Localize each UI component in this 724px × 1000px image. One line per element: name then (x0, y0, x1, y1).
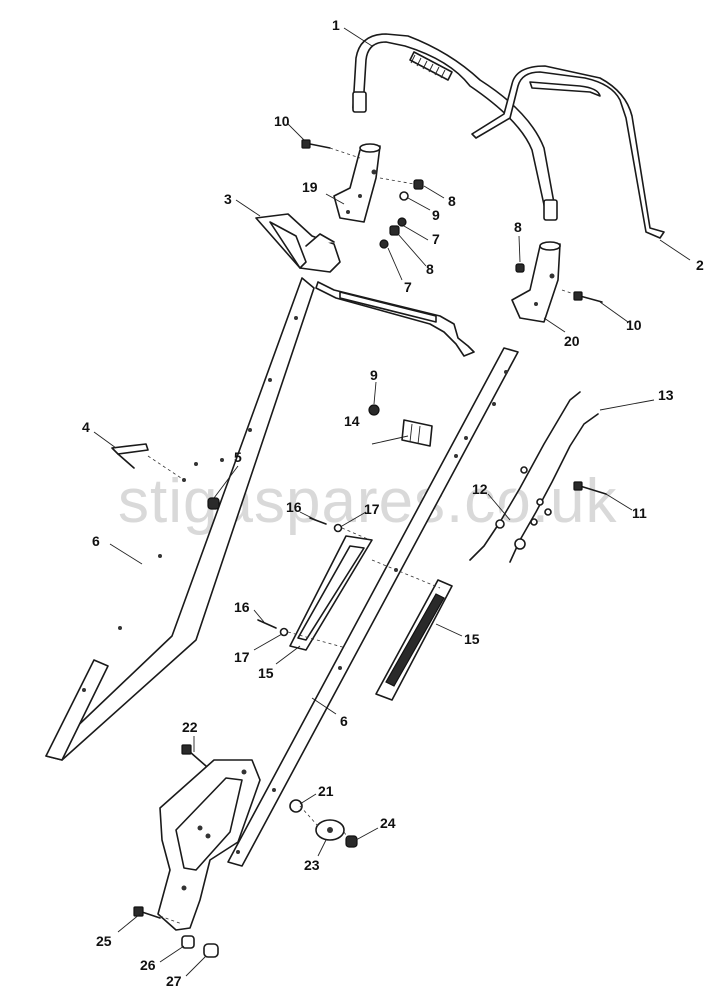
callout-10-left: 10 (274, 113, 290, 129)
part-bolt-10-left (301, 139, 331, 149)
callout-6-right: 6 (340, 713, 348, 729)
callout-22: 22 (182, 719, 198, 735)
callout-13: 13 (658, 387, 674, 403)
callout-5: 5 (234, 449, 242, 465)
part-nut-5 (207, 497, 220, 510)
part-bolt-25 (133, 906, 161, 919)
callout-15-left: 15 (258, 665, 274, 681)
part-nut-8-upper (413, 179, 424, 190)
callout-23: 23 (304, 857, 320, 873)
callout-6-left: 6 (92, 533, 100, 549)
callout-16-lower: 16 (234, 599, 250, 615)
part-bolt-16-upper (309, 517, 327, 525)
part-screw-7-lower (379, 239, 389, 249)
callout-9-upper: 9 (432, 207, 440, 223)
part-cover-15-right (375, 579, 453, 701)
callout-24: 24 (380, 815, 396, 831)
callout-11: 11 (632, 505, 647, 521)
callout-7-upper: 7 (432, 231, 440, 247)
part-screw-7-upper (397, 217, 407, 227)
part-washer-17-lower (279, 627, 289, 637)
part-bail-lever (471, 65, 665, 239)
part-right-handle-tube (227, 347, 519, 867)
callout-10-right: 10 (626, 317, 642, 333)
part-nut-24 (345, 835, 358, 848)
part-washer-9-upper (399, 191, 409, 201)
leader-lines (93, 27, 691, 977)
part-washer-17-upper (333, 523, 343, 533)
callout-1: 1 (332, 17, 340, 33)
callout-25: 25 (96, 933, 112, 949)
part-washer-21 (289, 799, 303, 813)
part-left-handle-tube (45, 277, 315, 761)
callout-8-middle: 8 (426, 261, 434, 277)
callout-19: 19 (302, 179, 318, 195)
part-bolt-22 (181, 744, 207, 767)
callout-14: 14 (344, 413, 360, 429)
part-nut-8-middle (389, 225, 400, 236)
callout-21: 21 (318, 783, 334, 799)
callout-8-upper: 8 (448, 193, 456, 209)
callout-9-lower: 9 (370, 367, 378, 383)
part-cable-lever (255, 213, 475, 357)
callout-12: 12 (472, 481, 488, 497)
part-cap-27 (203, 943, 219, 958)
part-lower-bracket (157, 759, 261, 931)
part-upper-handle-bar (352, 33, 558, 221)
assembly-lines (147, 147, 575, 925)
callout-15-right: 15 (464, 631, 480, 647)
part-cable-12 (469, 391, 581, 561)
part-nut-8-right (515, 263, 525, 273)
part-left-bracket (333, 143, 381, 223)
part-right-bracket (511, 241, 561, 323)
part-bolt-10-right (573, 291, 603, 303)
part-bolt-16-lower (257, 619, 277, 629)
handle-grip (409, 51, 453, 81)
part-pin-4 (111, 443, 149, 469)
callout-17-upper: 17 (364, 501, 380, 517)
callout-3: 3 (224, 191, 232, 207)
callout-27: 27 (166, 973, 182, 989)
callout-16-upper: 16 (286, 499, 302, 515)
callout-2: 2 (696, 257, 704, 273)
part-cover-15-left (289, 535, 373, 651)
callout-4: 4 (82, 419, 90, 435)
part-cable-13 (509, 413, 599, 563)
callout-26: 26 (140, 957, 156, 973)
callout-7-lower: 7 (404, 279, 412, 295)
part-washer-9-lower (368, 404, 380, 416)
part-clip-14 (401, 419, 433, 447)
part-nut-26 (181, 935, 195, 949)
callout-17-lower: 17 (234, 649, 250, 665)
callout-labels: 1 2 3 4 5 6 6 7 7 8 8 8 9 9 10 10 11 12 … (82, 17, 704, 989)
part-disc-23 (315, 819, 345, 841)
part-bolt-11 (573, 481, 607, 495)
callout-8-right: 8 (514, 219, 522, 235)
callout-20: 20 (564, 333, 580, 349)
